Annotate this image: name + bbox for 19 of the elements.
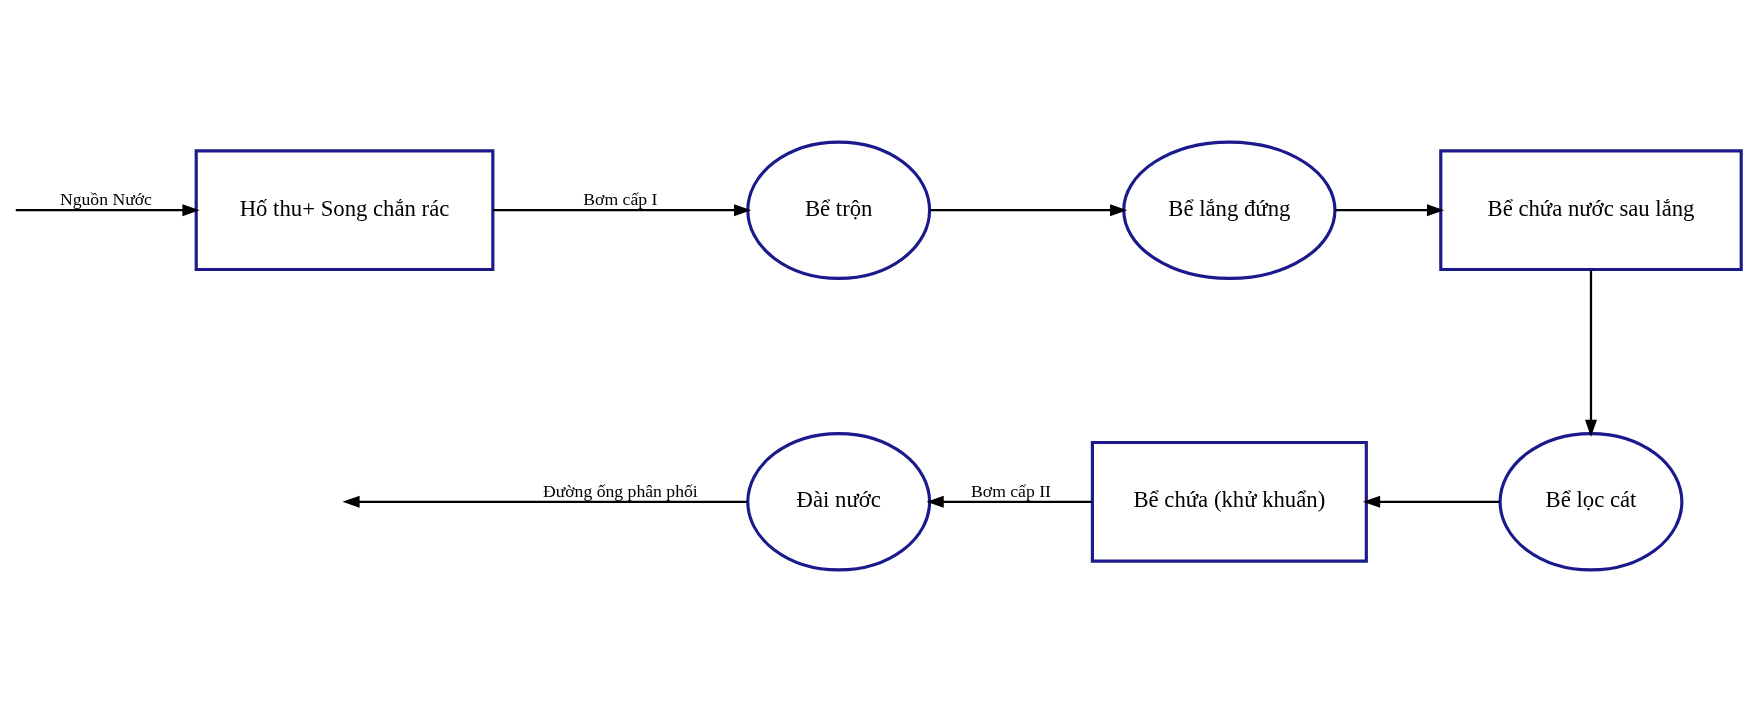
arrow	[492, 203, 752, 216]
edge-label: Bơm cấp II	[971, 480, 1051, 501]
edge-label: Bơm cấp I	[583, 188, 658, 209]
arrow	[342, 495, 748, 508]
node-ellipse: Bể lắng đứng	[1122, 139, 1337, 280]
arrow	[926, 495, 1093, 508]
edge-label: Nguồn Nước	[59, 188, 152, 209]
arrow	[1362, 495, 1500, 508]
node-box: Bể chứa (khử khuẩn)	[1090, 440, 1368, 563]
arrow	[1585, 269, 1597, 437]
edge-label: Đường ống phân phối	[542, 480, 698, 501]
arrow	[15, 203, 200, 216]
node-box: Hố thu+ Song chắn rác	[194, 148, 495, 271]
arrow	[930, 203, 1128, 216]
arrow	[1334, 203, 1445, 216]
node-ellipse: Bể trộn	[746, 139, 932, 280]
node-ellipse: Bể lọc cát	[1498, 431, 1684, 572]
node-box: Bể chứa nước sau lắng	[1439, 148, 1743, 271]
node-ellipse: Đài nước	[746, 431, 932, 572]
